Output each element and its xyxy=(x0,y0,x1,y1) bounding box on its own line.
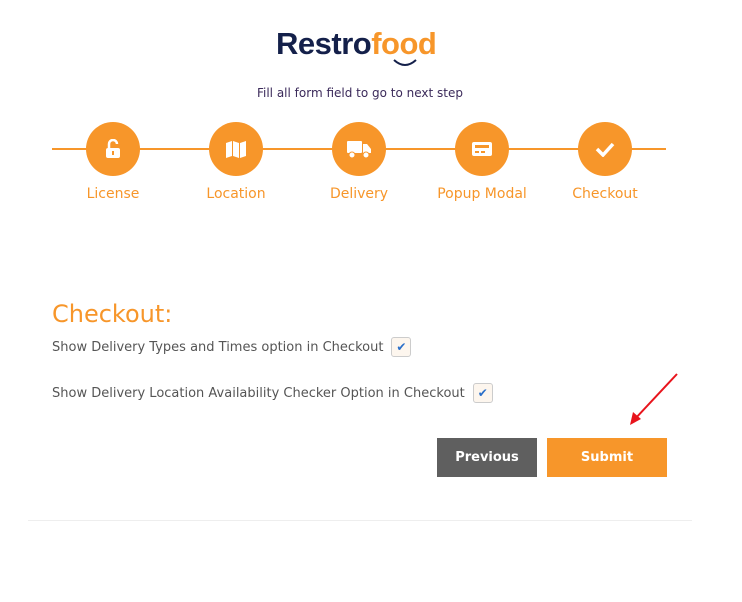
step-location[interactable]: Location xyxy=(176,122,296,202)
step-delivery[interactable]: Delivery xyxy=(299,122,419,202)
option-location-checker: Show Delivery Location Availability Chec… xyxy=(52,383,493,403)
checkbox-delivery-types[interactable]: ✔ xyxy=(391,337,412,357)
truck-icon xyxy=(332,122,386,176)
subtitle: Fill all form field to go to next step xyxy=(256,86,464,100)
section-title: Checkout: xyxy=(52,300,173,328)
submit-button[interactable]: Submit xyxy=(547,438,667,477)
checkbox-location-checker[interactable]: ✔ xyxy=(472,383,493,403)
step-checkout[interactable]: Checkout xyxy=(545,122,665,202)
logo: Restrofood xyxy=(276,26,437,61)
smile-icon xyxy=(393,59,417,66)
card-icon xyxy=(455,122,509,176)
check-icon xyxy=(578,122,632,176)
step-popup-modal[interactable]: Popup Modal xyxy=(422,122,542,202)
step-license[interactable]: License xyxy=(53,122,173,202)
previous-button[interactable]: Previous xyxy=(437,438,537,477)
divider xyxy=(28,520,692,521)
option-delivery-types: Show Delivery Types and Times option in … xyxy=(52,337,412,357)
unlock-icon xyxy=(86,122,140,176)
red-arrow-annotation xyxy=(630,373,678,425)
map-icon xyxy=(209,122,263,176)
